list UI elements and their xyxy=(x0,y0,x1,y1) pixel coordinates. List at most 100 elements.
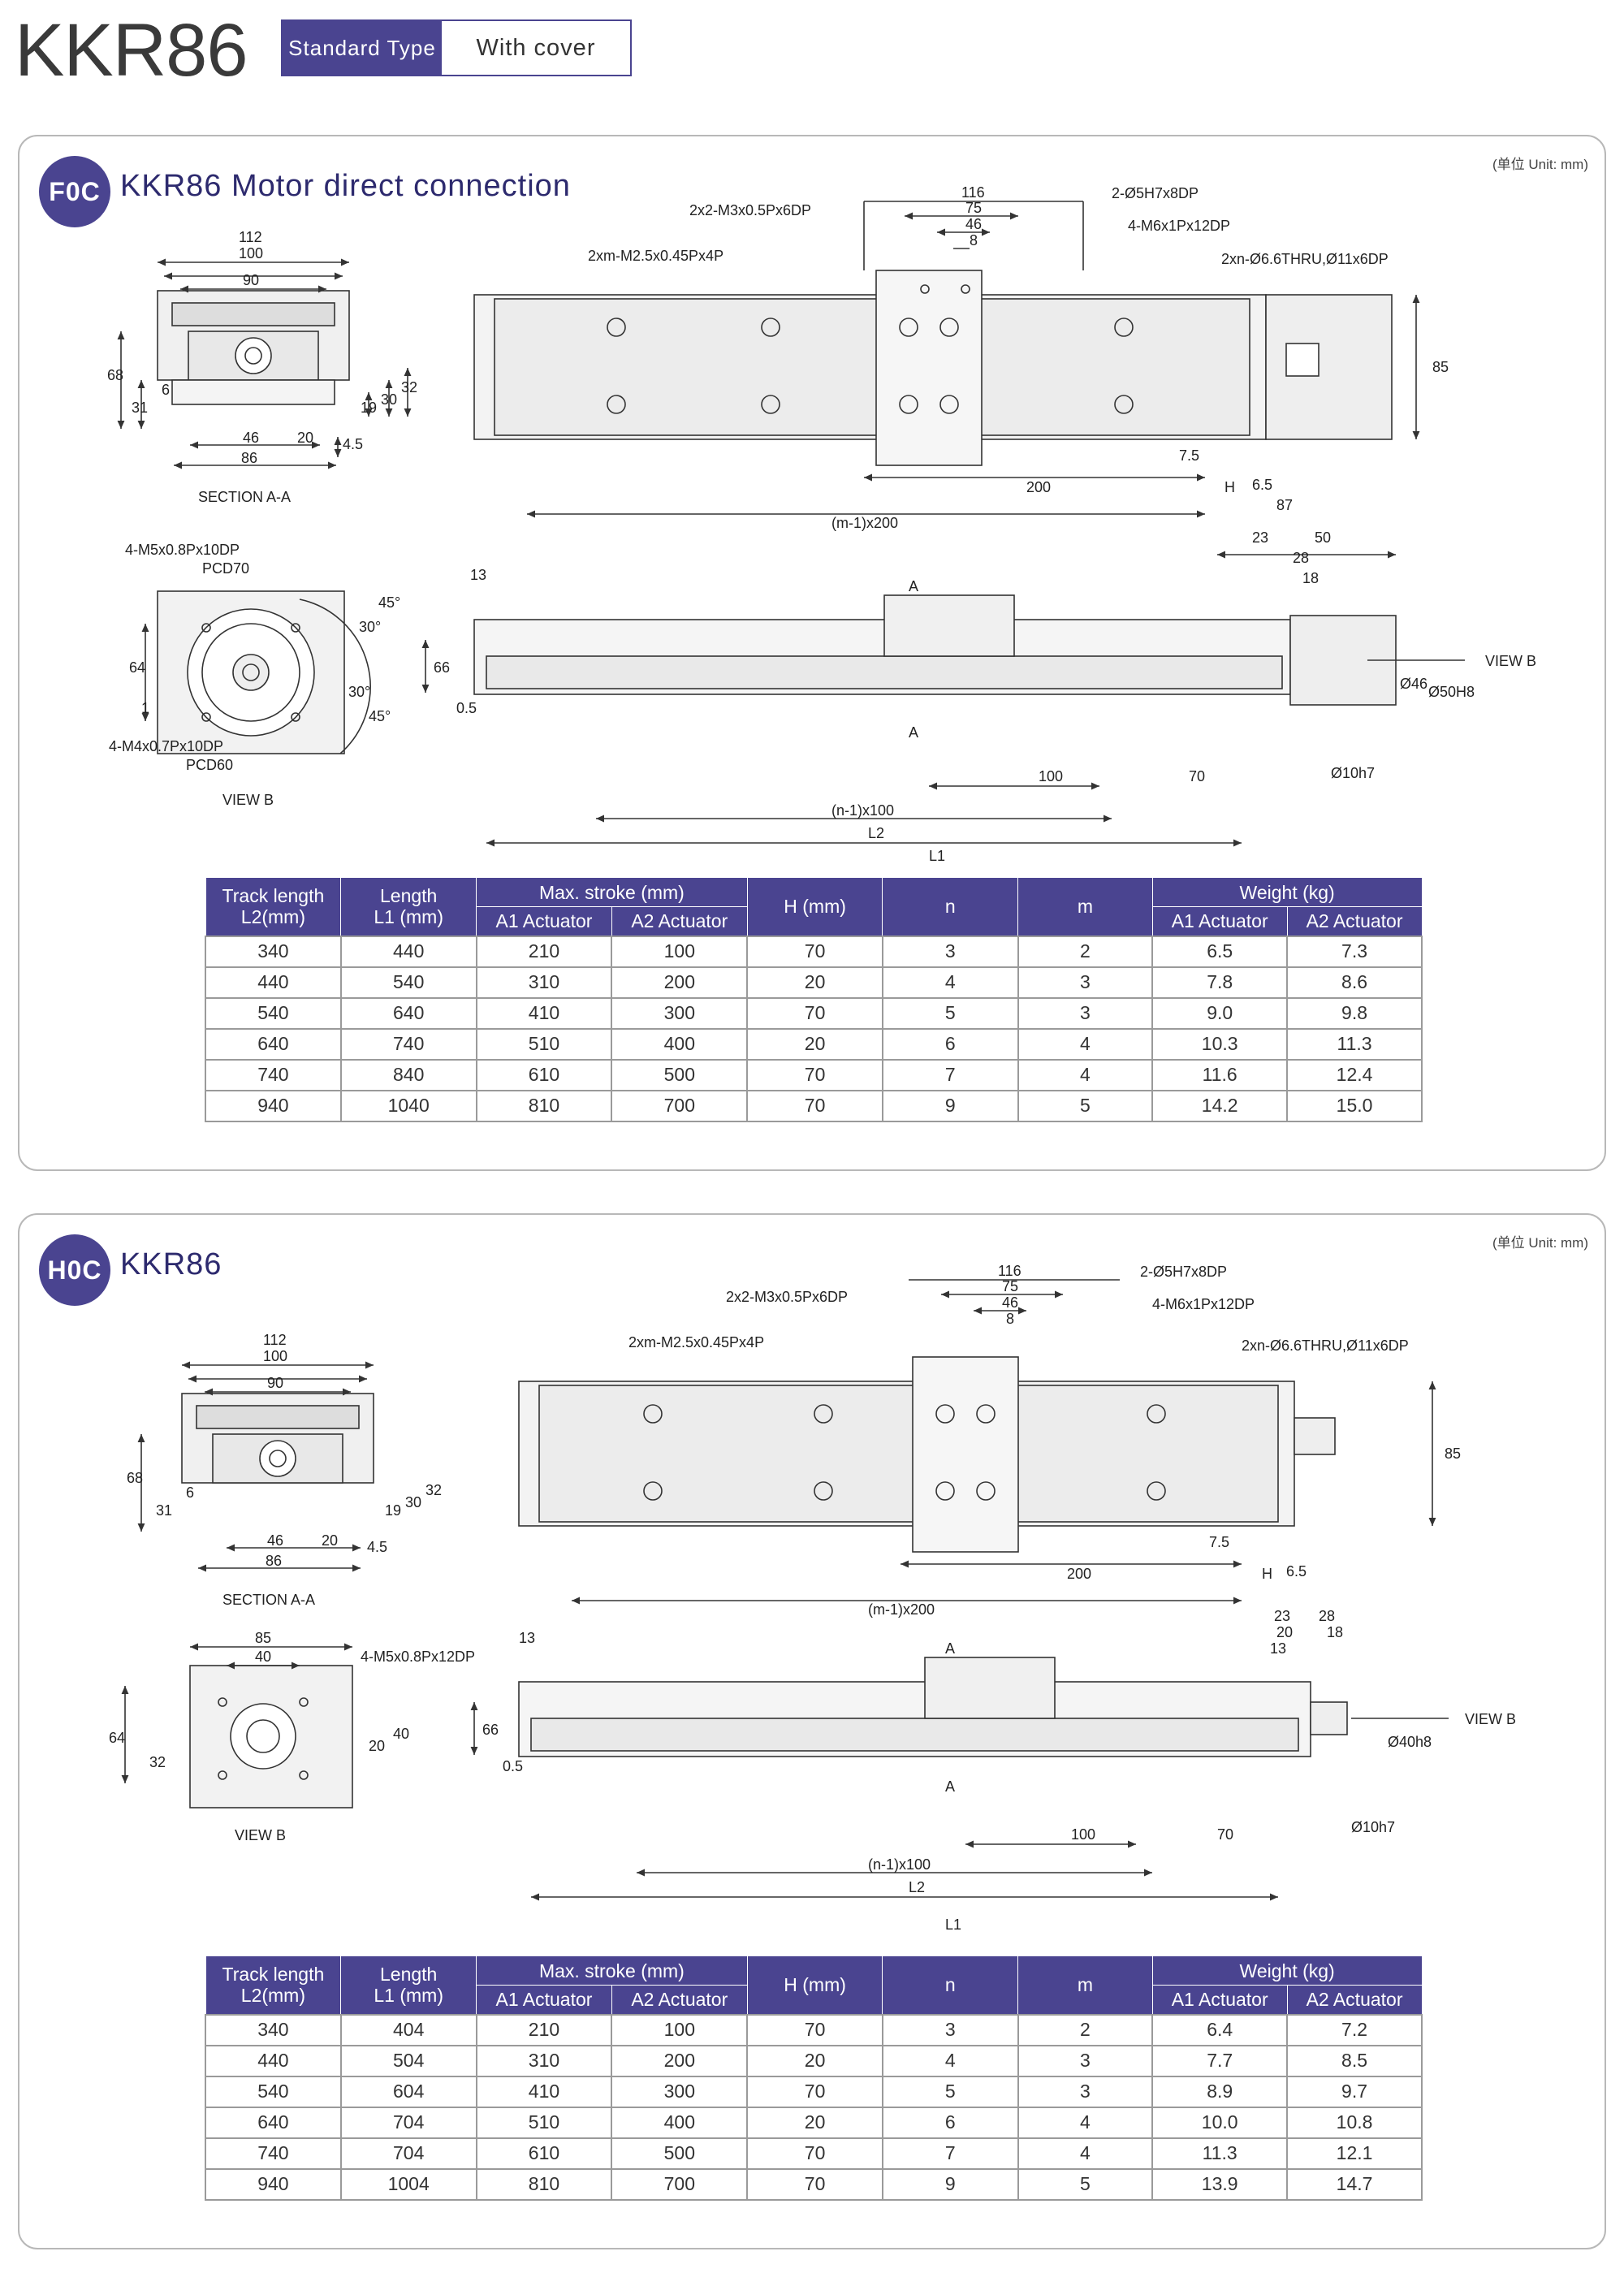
dim-18: 18 xyxy=(1327,1624,1343,1640)
col-max-stroke: Max. stroke (mm) xyxy=(476,1955,748,1986)
table-cell: 70 xyxy=(746,935,883,968)
table-cell: 9.0 xyxy=(1151,996,1289,1030)
section-aa-view xyxy=(117,258,412,469)
view-b-note1: 4-M5x0.8Px12DP xyxy=(361,1649,475,1665)
section-mark-a1: A xyxy=(945,1640,955,1657)
section-aa-view xyxy=(137,1361,374,1572)
dim-n100: (n-1)x100 xyxy=(831,802,894,819)
table-cell: 11.3 xyxy=(1286,1027,1423,1061)
table-cell: 7.7 xyxy=(1151,2044,1289,2077)
table-cell: 2 xyxy=(1017,2013,1154,2046)
table-cell: 704 xyxy=(339,2106,477,2139)
table-cell: 3 xyxy=(881,935,1019,968)
table-cell: 100 xyxy=(611,935,749,968)
table-cell: 12.4 xyxy=(1286,1058,1423,1091)
dim-200: 200 xyxy=(1026,479,1051,495)
angle-45a: 45° xyxy=(378,594,400,611)
table-cell: 9 xyxy=(881,1089,1019,1122)
table-cell: 70 xyxy=(746,2013,883,2046)
col-max-stroke: Max. stroke (mm) xyxy=(476,877,748,907)
table-cell: 704 xyxy=(339,2137,477,2170)
table-cell: 640 xyxy=(205,2106,342,2139)
table-cell: 6.4 xyxy=(1151,2013,1289,2046)
dim-4-5: 4.5 xyxy=(343,436,363,452)
dim-phi40: Ø40h8 xyxy=(1388,1734,1432,1750)
table-cell: 610 xyxy=(475,1058,613,1091)
table-cell: 400 xyxy=(611,1027,749,1061)
table-cell: 440 xyxy=(205,2044,342,2077)
col-h: H (mm) xyxy=(746,877,883,936)
dim-0-5: 0.5 xyxy=(456,700,477,716)
note-thru: 2xn-Ø6.6THRU,Ø11x6DP xyxy=(1221,251,1389,267)
table-cell: 7.8 xyxy=(1151,966,1289,999)
table-cell: 610 xyxy=(475,2137,613,2170)
section-aa-label: SECTION A-A xyxy=(222,1592,315,1608)
table-cell: 7.3 xyxy=(1286,935,1423,968)
dim-vb-32: 32 xyxy=(149,1754,166,1770)
dim-vb-64: 64 xyxy=(109,1730,125,1746)
table-cell: 7 xyxy=(881,1058,1019,1091)
dim-20: 20 xyxy=(297,430,313,446)
technical-drawing: 112 100 90 68 31 6 19 30 32 46 20 4.5 86… xyxy=(19,136,1608,867)
dim-30: 30 xyxy=(405,1494,421,1510)
top-view xyxy=(473,201,1420,518)
table-cell: 9 xyxy=(881,2167,1019,2201)
table-cell: 70 xyxy=(746,2137,883,2170)
section-title: KKR86 Motor direct connection xyxy=(120,169,571,203)
dim-116: 116 xyxy=(998,1263,1021,1279)
dim-70: 70 xyxy=(1217,1826,1233,1843)
table-cell: 640 xyxy=(339,996,477,1030)
col-stroke-a1: A1 Actuator xyxy=(476,1985,612,2015)
dim-13b: 13 xyxy=(1270,1640,1286,1657)
dim-112: 112 xyxy=(263,1332,287,1348)
dim-8: 8 xyxy=(970,232,978,248)
col-weight-a2: A2 Actuator xyxy=(1286,1985,1423,2015)
dim-100b: 100 xyxy=(1071,1826,1095,1843)
table-cell: 5 xyxy=(1017,2167,1154,2201)
dim-75: 75 xyxy=(1002,1278,1018,1294)
dim-66: 66 xyxy=(434,659,450,676)
section-title: KKR86 xyxy=(120,1247,222,1281)
table-cell: 404 xyxy=(339,2013,477,2046)
view-b xyxy=(121,1643,353,1808)
dim-46: 46 xyxy=(243,430,259,446)
view-b-arrow-label: VIEW B xyxy=(1465,1711,1516,1727)
table-cell: 14.7 xyxy=(1286,2167,1423,2201)
dim-87: 87 xyxy=(1276,497,1293,513)
angle-30b: 30° xyxy=(348,684,370,700)
dim-phi10: Ø10h7 xyxy=(1351,1819,1395,1835)
dim-31: 31 xyxy=(156,1502,172,1519)
dim-n100: (n-1)x100 xyxy=(868,1856,931,1873)
table-cell: 20 xyxy=(746,2106,883,2139)
page-header: KKR86 Standard Type With cover xyxy=(15,10,827,91)
dim-20: 20 xyxy=(322,1532,338,1549)
table-cell: 640 xyxy=(205,1027,342,1061)
model-title: KKR86 xyxy=(15,9,248,92)
table-cell: 10.0 xyxy=(1151,2106,1289,2139)
type-badge: Standard Type With cover xyxy=(281,19,632,76)
table-cell: 4 xyxy=(1017,2137,1154,2170)
note-h7: 2-Ø5H7x8DP xyxy=(1112,185,1199,201)
table-cell: 540 xyxy=(205,996,342,1030)
table-cell: 6.5 xyxy=(1151,935,1289,968)
table-cell: 504 xyxy=(339,2044,477,2077)
col-weight-a2: A2 Actuator xyxy=(1286,906,1423,936)
dim-90: 90 xyxy=(267,1375,283,1391)
table-cell: 810 xyxy=(475,1089,613,1122)
table-cell: 540 xyxy=(205,2075,342,2108)
dim-1: 1 xyxy=(141,700,149,716)
col-m: m xyxy=(1017,877,1153,936)
note-m6: 4-M6x1Px12DP xyxy=(1152,1296,1255,1312)
with-cover-label: With cover xyxy=(476,34,596,61)
col-n: n xyxy=(882,877,1019,936)
table-cell: 700 xyxy=(611,1089,749,1122)
dim-68: 68 xyxy=(107,367,123,383)
table-cell: 3 xyxy=(1017,2075,1154,2108)
dim-86: 86 xyxy=(241,450,257,466)
dim-23: 23 xyxy=(1274,1608,1290,1624)
